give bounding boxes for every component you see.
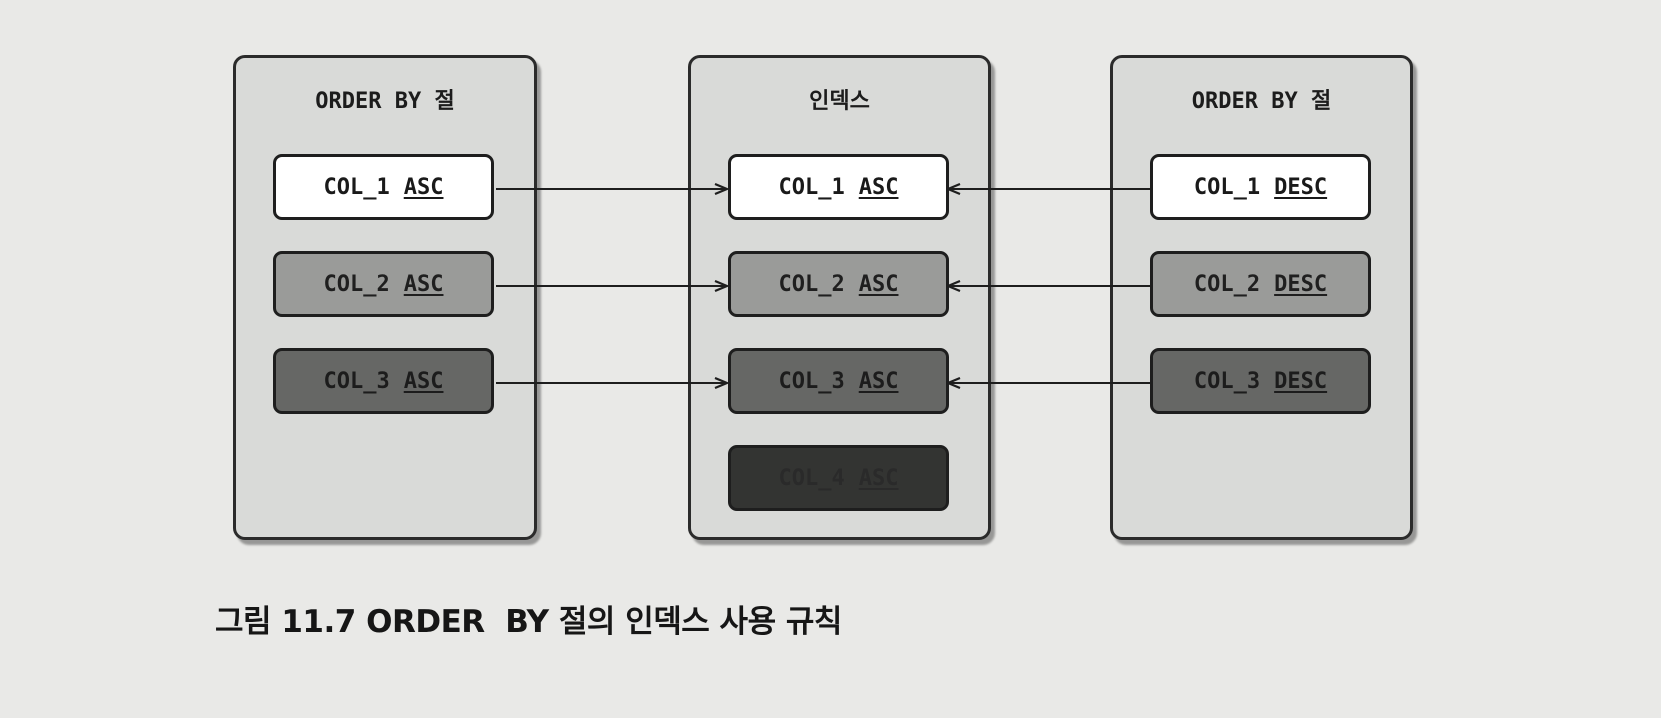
sort-direction: ASC (403, 368, 444, 394)
sort-direction: ASC (858, 271, 899, 297)
sort-direction: ASC (403, 174, 444, 200)
column-name: COL_2 (778, 271, 845, 297)
sort-direction: DESC (1274, 271, 1328, 297)
column-name: COL_3 (778, 368, 845, 394)
order-by-row-col-2: COL_2 ASC (273, 251, 494, 317)
column-name: COL_4 (778, 465, 845, 491)
panel-title: ORDER BY 절 (1191, 89, 1332, 114)
sort-direction: ASC (858, 368, 899, 394)
order-by-row-col-3: COL_3 ASC (273, 348, 494, 414)
column-name: COL_1 (1193, 174, 1261, 200)
order-by-row-col-1: COL_1 ASC (273, 154, 494, 220)
order-by-row-col-1: COL_1 DESC (1150, 154, 1371, 220)
column-name: COL_1 (323, 174, 390, 200)
panel-title: 인덱스 (809, 89, 870, 114)
column-name: COL_2 (323, 271, 390, 297)
panel-title: ORDER BY 절 (315, 89, 455, 114)
order-by-row-col-3: COL_3 DESC (1150, 348, 1371, 414)
figure-caption: 그림 11.7 ORDER BY 절의 인덱스 사용 규칙 (215, 604, 842, 640)
column-name: COL_2 (1193, 271, 1261, 297)
order-by-row-col-2: COL_2 DESC (1150, 251, 1371, 317)
column-name: COL_1 (778, 174, 845, 200)
sort-direction: DESC (1274, 368, 1328, 394)
index-row-col-3: COL_3 ASC (728, 348, 949, 414)
index-row-col-2: COL_2 ASC (728, 251, 949, 317)
sort-direction: ASC (403, 271, 444, 297)
index-row-col-4: COL_4 ASC (728, 445, 949, 511)
column-name: COL_3 (323, 368, 390, 394)
sort-direction: ASC (858, 174, 899, 200)
index-row-col-1: COL_1 ASC (728, 154, 949, 220)
sort-direction: ASC (858, 465, 899, 491)
column-name: COL_3 (1193, 368, 1261, 394)
sort-direction: DESC (1274, 174, 1328, 200)
